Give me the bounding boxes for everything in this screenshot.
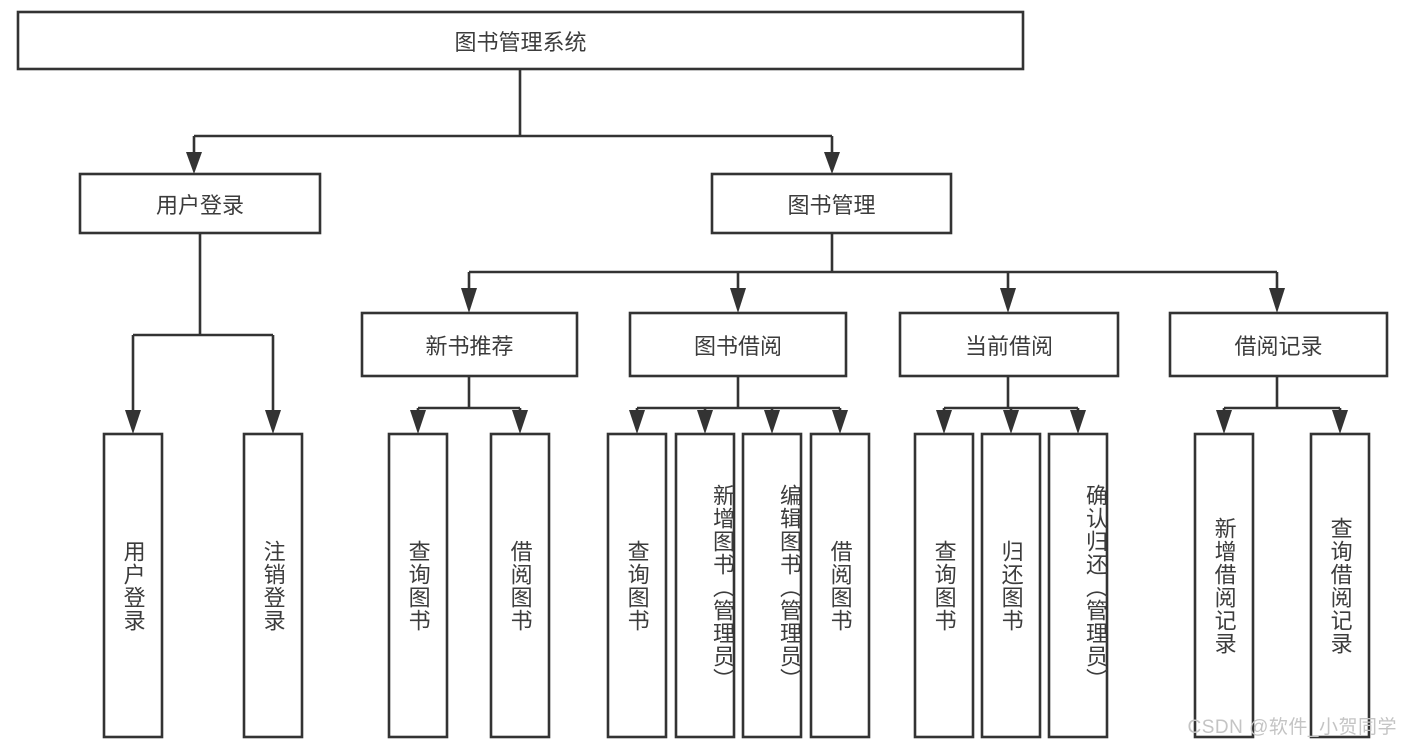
node-root[interactable] xyxy=(16,10,1025,71)
arrowhead-new-book-rec xyxy=(461,288,477,313)
node-leaf-user-logout[interactable] xyxy=(242,432,304,739)
connector-group xyxy=(125,69,1348,434)
watermark-text: CSDN @软件_小贺同学 xyxy=(1187,717,1397,738)
node-leaf-user-login[interactable] xyxy=(102,432,164,739)
arrowhead-leaf-rec-borrow-book xyxy=(512,410,528,434)
arrowhead-current-borrow xyxy=(1000,288,1016,313)
arrowhead-leaf-user-logout xyxy=(265,410,281,434)
arrowhead-leaf-current-confirm-return xyxy=(1070,410,1086,434)
node-leaf-borrow-borrow-book[interactable] xyxy=(809,432,871,739)
arrowhead-book-manage xyxy=(824,152,840,174)
arrowhead-leaf-borrow-query-book xyxy=(629,410,645,434)
node-leaf-rec-query-book[interactable] xyxy=(387,432,449,739)
arrowhead-leaf-record-query xyxy=(1332,410,1348,434)
arrowhead-borrow-record xyxy=(1269,288,1285,313)
node-leaf-borrow-query-book[interactable] xyxy=(606,432,668,739)
node-borrow-record[interactable] xyxy=(1168,311,1389,378)
node-book-borrow[interactable] xyxy=(628,311,848,378)
node-user-login[interactable] xyxy=(78,172,322,235)
node-leaf-borrow-add-book[interactable] xyxy=(674,432,736,739)
node-leaf-current-return-book[interactable] xyxy=(980,432,1042,739)
node-leaf-current-query-book[interactable] xyxy=(913,432,975,739)
node-leaf-record-query[interactable] xyxy=(1309,432,1371,739)
node-new-book-rec[interactable] xyxy=(360,311,579,378)
node-box-group xyxy=(16,10,1389,739)
arrowhead-leaf-record-add xyxy=(1216,410,1232,434)
node-leaf-borrow-edit-book[interactable] xyxy=(741,432,803,739)
node-book-manage[interactable] xyxy=(710,172,953,235)
arrowhead-leaf-current-query-book xyxy=(936,410,952,434)
arrowhead-leaf-current-return-book xyxy=(1003,410,1019,434)
arrowhead-leaf-user-login xyxy=(125,410,141,434)
arrowhead-user-login xyxy=(186,152,202,174)
node-leaf-record-add[interactable] xyxy=(1193,432,1255,739)
node-leaf-rec-borrow-book[interactable] xyxy=(489,432,551,739)
arrowhead-leaf-borrow-add-book xyxy=(697,410,713,434)
node-leaf-current-confirm-return[interactable] xyxy=(1047,432,1109,739)
arrowhead-leaf-rec-query-book xyxy=(410,410,426,434)
arrowhead-book-borrow xyxy=(730,288,746,313)
arrowhead-leaf-borrow-edit-book xyxy=(764,410,780,434)
arrowhead-leaf-borrow-borrow-book xyxy=(832,410,848,434)
node-current-borrow[interactable] xyxy=(898,311,1120,378)
